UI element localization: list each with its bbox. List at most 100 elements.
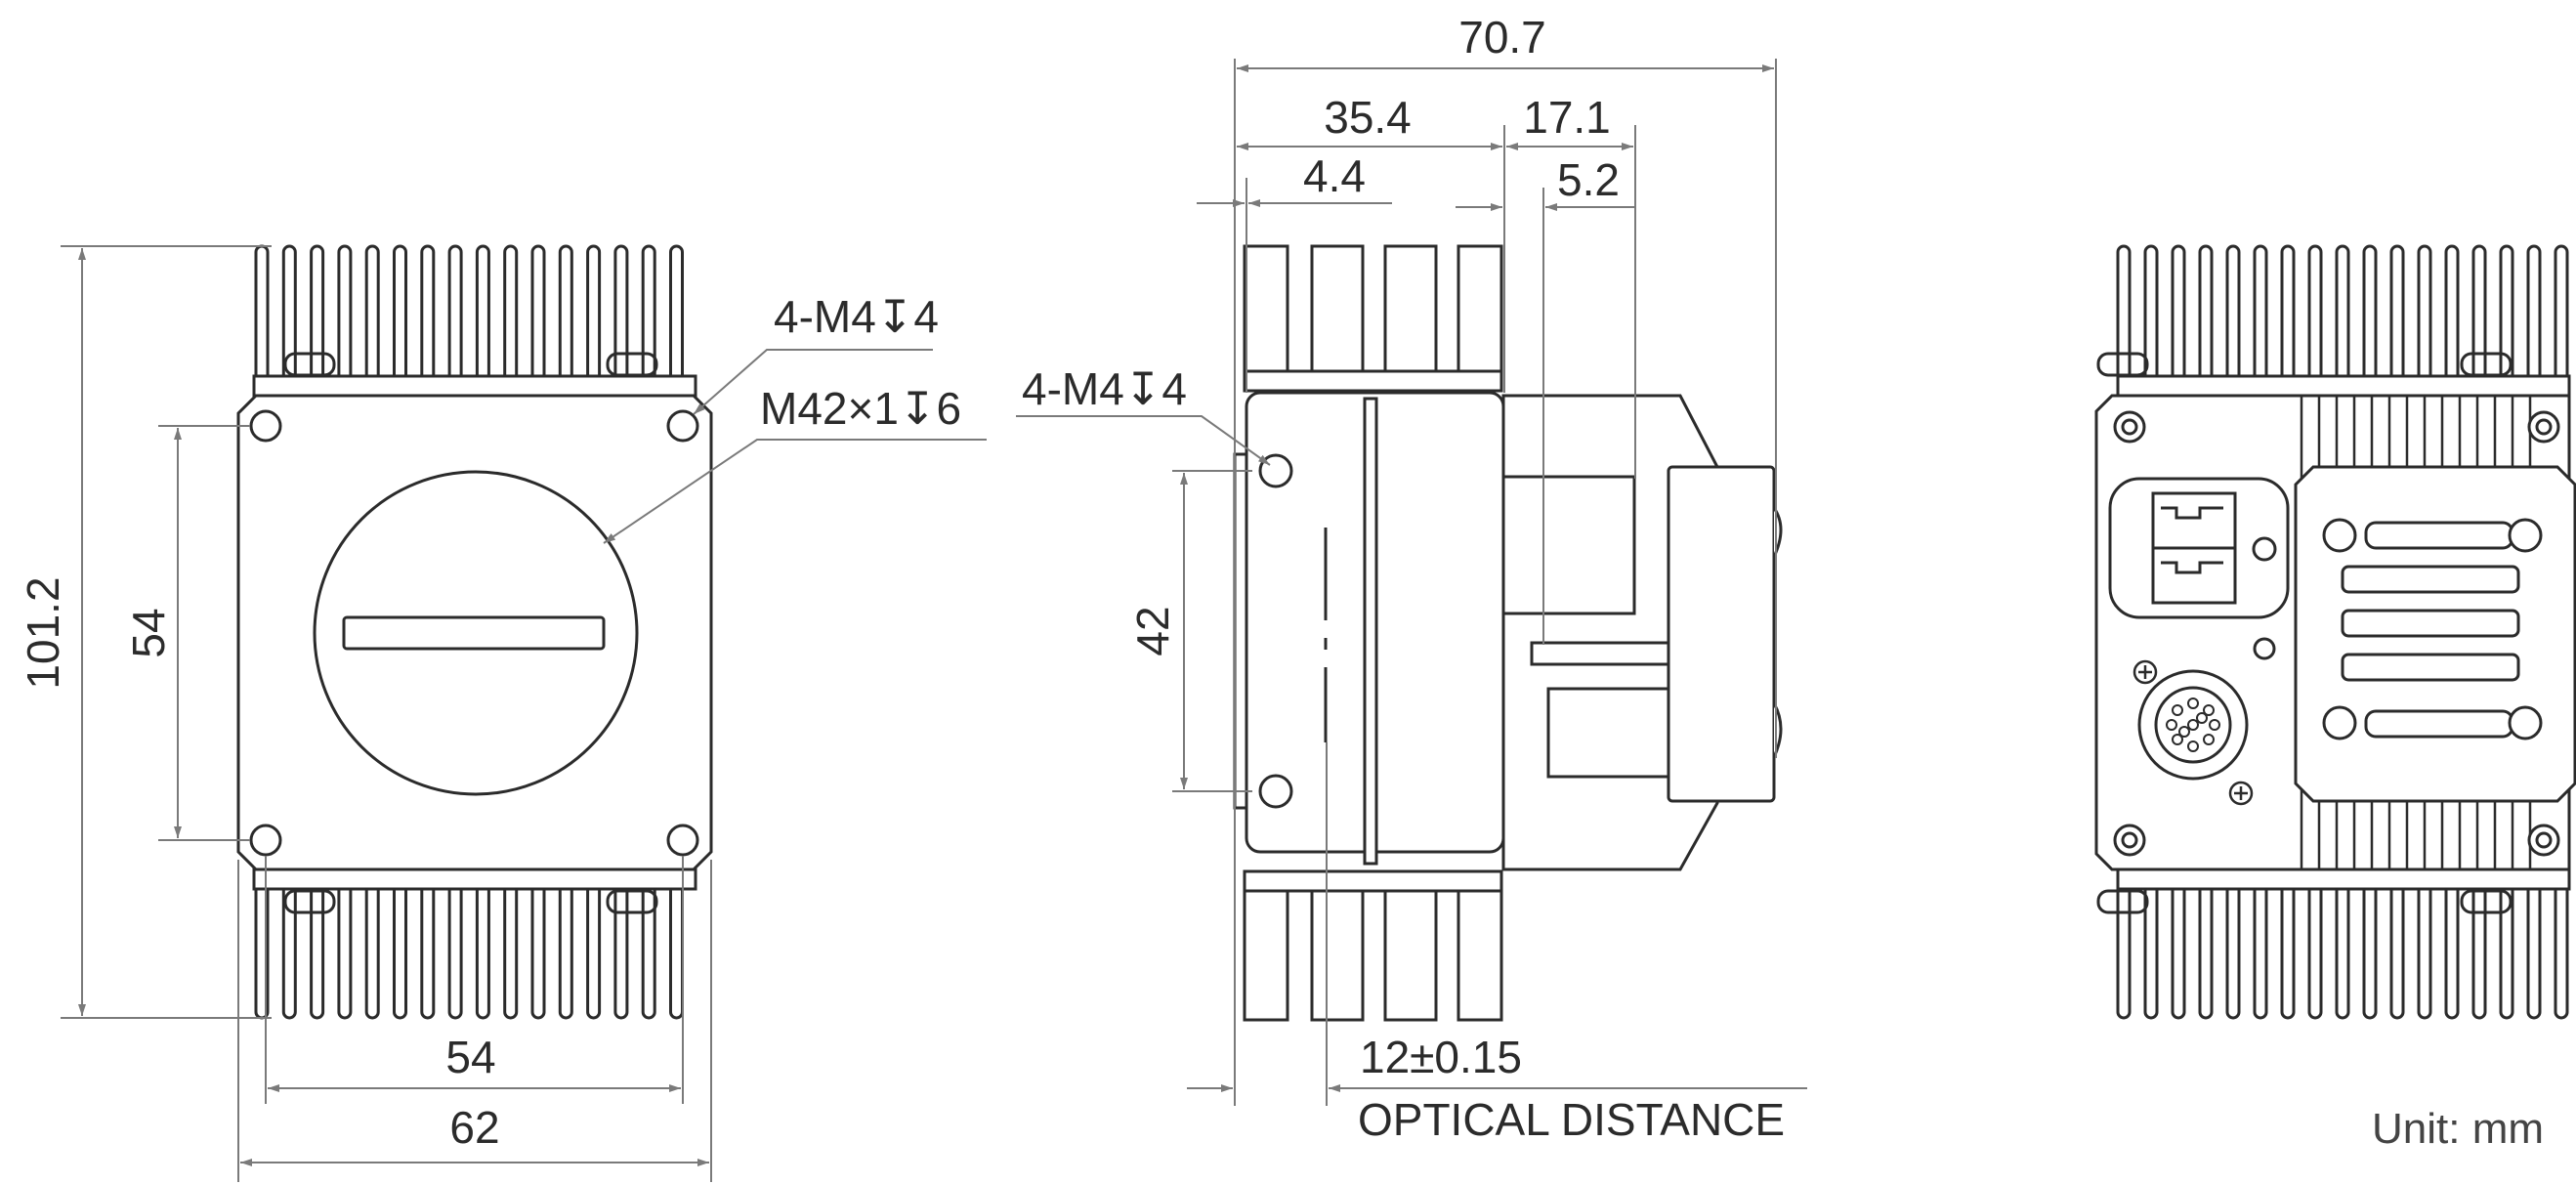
heatsink-fin xyxy=(2171,879,2186,1020)
heatsink-fin xyxy=(558,244,573,385)
connector-pin xyxy=(1530,641,1680,666)
side-hole-leader xyxy=(1016,415,1271,466)
heatsink-fin xyxy=(613,244,629,385)
front-dimension-lines xyxy=(78,248,709,1166)
heatsink-fin xyxy=(586,879,602,1020)
heatsink-fin xyxy=(558,879,573,1020)
heatsink-fin xyxy=(613,879,629,1020)
overall-length-label: 70.7 xyxy=(1458,12,1546,63)
heatsink-fin xyxy=(2554,244,2569,385)
heatsink-fin xyxy=(2171,244,2186,385)
side-hole-spacing-label: 42 xyxy=(1127,606,1178,655)
front-leaders xyxy=(603,349,987,544)
io-pin xyxy=(2172,704,2183,716)
heatsink-fin xyxy=(393,244,407,385)
io-pin xyxy=(2196,712,2208,724)
heatsink-fin xyxy=(586,244,602,385)
width-label: 62 xyxy=(449,1102,499,1153)
heatsink-fin xyxy=(2444,879,2460,1020)
height-label: 101.2 xyxy=(18,576,68,689)
heatsink-fin xyxy=(2116,879,2132,1020)
hole-spacing-vertical-label: 54 xyxy=(123,608,174,657)
heatsink-fin xyxy=(2526,244,2542,385)
heatsink-fin xyxy=(2307,244,2323,385)
optical-distance-value: 12±0.15 xyxy=(1360,1032,1522,1082)
heatsink-fin xyxy=(669,879,684,1020)
heatsink-fin xyxy=(2198,244,2214,385)
io-pin xyxy=(2203,734,2215,745)
heatsink-fin xyxy=(2389,879,2405,1020)
heatsink-fin xyxy=(2253,879,2268,1020)
io-pin xyxy=(2187,698,2199,709)
vent-slots xyxy=(2341,521,2520,739)
unit-label: Unit: mm xyxy=(2372,1105,2544,1153)
side-extension-lines xyxy=(1172,59,1777,1106)
lower-block xyxy=(1546,687,1675,779)
heatsink-fin xyxy=(475,879,490,1020)
heatsink-fin xyxy=(2362,879,2378,1020)
heatsink-fin xyxy=(503,879,519,1020)
heatsink-fin xyxy=(641,244,656,385)
rear-top-plate xyxy=(2116,374,2571,398)
status-led xyxy=(2252,536,2277,562)
heatsink-fin xyxy=(475,244,490,385)
heatsink-fin xyxy=(2417,244,2432,385)
side-heatsink xyxy=(1243,244,1503,1022)
heatsink-fin xyxy=(669,244,684,385)
heatsink-fin xyxy=(364,879,380,1020)
rear-heatsink-fins-top xyxy=(2116,244,2569,385)
heatsink-fin xyxy=(2335,244,2350,385)
heatsink-fin xyxy=(310,244,325,385)
heatsink-fin xyxy=(2471,879,2487,1020)
sensor-plate xyxy=(1363,397,1378,866)
heatsink-fin xyxy=(420,244,436,385)
heatsink-fin xyxy=(337,244,353,385)
heatsink-fin xyxy=(503,244,519,385)
body-length-label: 35.4 xyxy=(1324,92,1412,143)
heatsink-fin xyxy=(2335,879,2350,1020)
sensor-slot xyxy=(342,615,606,651)
io-pin xyxy=(2187,719,2199,731)
io-pin xyxy=(2209,719,2220,731)
heatsink-fin xyxy=(364,244,380,385)
heatsink-fin xyxy=(447,244,463,385)
heatsink-fins-top xyxy=(254,244,684,385)
power-connector-icon xyxy=(2151,491,2237,605)
bottom-plate xyxy=(252,867,697,891)
io-pin xyxy=(2203,704,2215,716)
heatsink-fin xyxy=(2417,879,2432,1020)
heatsink-fin xyxy=(2253,244,2268,385)
heatsink-fin xyxy=(2280,879,2296,1020)
io-pin xyxy=(2166,719,2177,731)
heatsink-fin xyxy=(2198,879,2214,1020)
front-flange xyxy=(1233,452,1248,810)
heatsink-fin xyxy=(2471,244,2487,385)
heatsink-fin xyxy=(337,879,353,1020)
heatsink-fin xyxy=(2225,879,2241,1020)
hole-spacing-horizontal-label: 54 xyxy=(445,1032,495,1082)
mounting-holes xyxy=(249,409,699,857)
rear-corner-screws xyxy=(2113,410,2560,857)
heatsink-fin xyxy=(641,879,656,1020)
optical-distance-caption: OPTICAL DISTANCE xyxy=(1358,1094,1785,1145)
connector-offset-label: 5.2 xyxy=(1557,154,1620,205)
ground-screw-icon xyxy=(2133,659,2254,806)
rear-cover xyxy=(1667,465,1776,803)
io-pin xyxy=(2172,734,2183,745)
flange-label: 4.4 xyxy=(1303,150,1366,201)
rear-block xyxy=(1501,475,1636,615)
heatsink-fin xyxy=(2116,244,2132,385)
heatsink-fin xyxy=(2554,879,2569,1020)
side-hole-top xyxy=(1258,453,1293,488)
io-pin xyxy=(2187,740,2199,752)
heatsink-fin xyxy=(530,879,546,1020)
heatsink-fin xyxy=(2389,244,2405,385)
lens-mount-callout: M42×1↧6 xyxy=(760,383,961,434)
heatsink-fin xyxy=(2307,879,2323,1020)
heatsink-fin xyxy=(2444,244,2460,385)
heatsink-fin xyxy=(2362,244,2378,385)
io-connector-pins xyxy=(2166,698,2220,752)
side-view: 70.7 35.4 17.1 4.4 5.2 4-M4↧4 42 12±0.15… xyxy=(1016,12,1807,1145)
heatsink-fin xyxy=(393,879,407,1020)
front-view: 101.2 54 54 62 4-M4↧4 M42×1↧6 xyxy=(18,244,987,1182)
